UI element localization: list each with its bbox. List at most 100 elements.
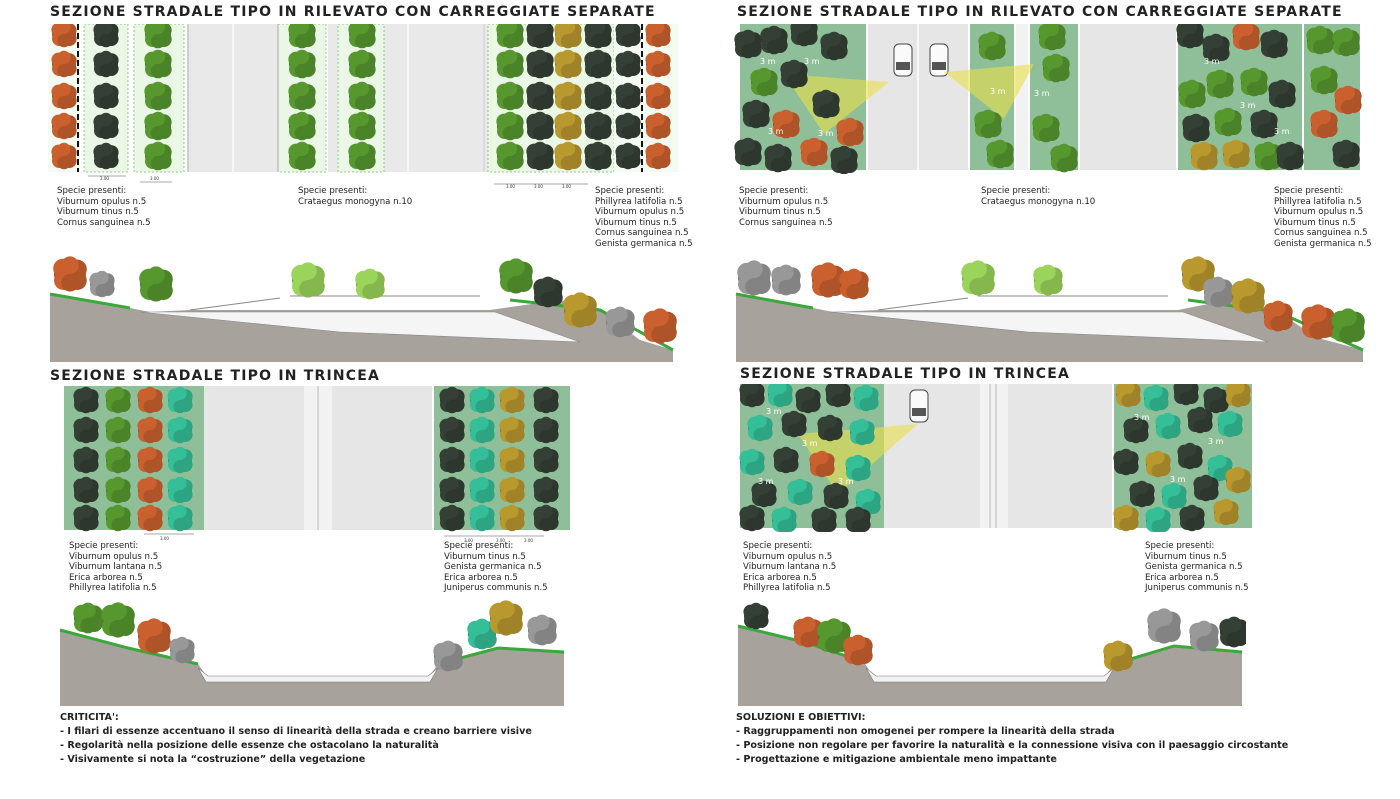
tree-icon xyxy=(615,24,641,48)
tree-icon xyxy=(1115,384,1141,408)
tree-icon xyxy=(771,506,797,532)
tree-icon xyxy=(825,384,851,408)
tree-icon xyxy=(137,476,163,504)
tree-icon xyxy=(439,416,465,444)
tree-icon xyxy=(961,260,995,296)
tree-icon xyxy=(1173,384,1199,406)
tree-icon xyxy=(1177,442,1203,470)
tree-icon xyxy=(843,634,873,666)
plan-trench-existing: 3.00 3.00 3.00 3.00 xyxy=(64,386,570,543)
tree-icon xyxy=(986,139,1014,169)
tree-icon xyxy=(771,264,801,296)
tree-icon xyxy=(51,112,77,140)
spacing-label: 3 m xyxy=(990,87,1006,96)
tree-icon xyxy=(89,270,115,298)
tree-icon xyxy=(1179,504,1205,532)
tree-icon xyxy=(1143,384,1169,412)
tree-icon xyxy=(1332,27,1360,57)
tree-icon xyxy=(144,24,172,49)
spacing-label: 3 m xyxy=(802,439,818,448)
tree-icon xyxy=(144,81,172,111)
tree-icon xyxy=(348,24,376,49)
tree-icon xyxy=(584,24,612,49)
tree-icon xyxy=(533,386,559,414)
dim-label: 3.00 xyxy=(562,184,571,189)
panel-title-embankment-existing: SEZIONE STRADALE TIPO IN RILEVATO CON CA… xyxy=(50,4,656,20)
tree-icon xyxy=(584,49,612,79)
car-icon xyxy=(893,43,913,77)
tree-icon xyxy=(772,109,800,139)
tree-icon xyxy=(533,504,559,532)
tree-icon xyxy=(734,137,762,167)
tree-icon xyxy=(526,81,554,111)
tree-icon xyxy=(773,446,799,474)
tree-icon xyxy=(73,504,99,532)
tree-icon xyxy=(1145,450,1171,478)
tree-icon xyxy=(800,137,828,167)
soluzioni-item: - Posizione non regolare per favorire la… xyxy=(736,740,1289,751)
soluzioni-notes: SOLUZIONI E OBIETTIVI: - Raggruppamenti … xyxy=(736,711,1288,767)
tree-icon xyxy=(73,476,99,504)
tree-icon xyxy=(853,384,879,412)
tree-icon xyxy=(978,31,1006,61)
tree-icon xyxy=(811,262,845,298)
tree-icon xyxy=(469,476,495,504)
section-embankment-proposed xyxy=(735,256,1365,362)
tree-icon xyxy=(499,258,533,294)
tree-icon xyxy=(1306,25,1334,55)
tree-icon xyxy=(1331,308,1365,344)
spacing-label: 3 m xyxy=(760,57,776,66)
spacing-label: 3 m xyxy=(1274,127,1290,136)
tree-icon xyxy=(499,446,525,474)
tree-icon xyxy=(105,476,131,504)
tree-icon xyxy=(348,49,376,79)
tree-icon xyxy=(93,112,119,140)
dim-label: 3.00 xyxy=(496,538,505,543)
tree-icon xyxy=(1214,107,1242,137)
tree-icon xyxy=(527,614,557,646)
tree-icon xyxy=(93,24,119,48)
criticita-item: - Visivamente si nota la “costruzione” d… xyxy=(60,754,366,765)
tree-icon xyxy=(439,446,465,474)
tree-icon xyxy=(974,109,1002,139)
tree-icon xyxy=(743,602,769,630)
tree-icon xyxy=(1050,143,1078,173)
tree-icon xyxy=(73,446,99,474)
section-embankment-existing xyxy=(49,256,677,362)
tree-icon xyxy=(811,506,837,532)
tree-icon xyxy=(1301,304,1335,340)
tree-icon xyxy=(780,59,808,89)
tree-icon xyxy=(101,602,135,638)
spacing-label: 3 m xyxy=(1204,57,1220,66)
criticita-item: - I filari di essenze accentuano il sens… xyxy=(60,726,532,737)
tree-icon xyxy=(742,99,770,129)
spacing-label: 3 m xyxy=(1240,101,1256,110)
tree-icon xyxy=(1032,113,1060,143)
tree-icon xyxy=(645,82,671,110)
tree-icon xyxy=(615,142,641,170)
tree-icon xyxy=(1250,109,1278,139)
tree-icon xyxy=(526,49,554,79)
tree-icon xyxy=(554,24,582,49)
tree-icon xyxy=(1222,139,1250,169)
tree-icon xyxy=(496,24,524,49)
tree-icon xyxy=(439,504,465,532)
tree-icon xyxy=(499,504,525,532)
tree-icon xyxy=(144,49,172,79)
tree-icon xyxy=(781,410,807,438)
tree-icon xyxy=(1310,109,1338,139)
tree-icon xyxy=(533,476,559,504)
tree-icon xyxy=(1187,406,1213,434)
panel-title-embankment-proposed: SEZIONE STRADALE TIPO IN RILEVATO CON CA… xyxy=(737,4,1343,20)
tree-icon xyxy=(830,145,858,174)
spacing-label: 3 m xyxy=(766,407,782,416)
tree-icon xyxy=(836,117,864,147)
tree-icon xyxy=(533,446,559,474)
tree-icon xyxy=(499,476,525,504)
